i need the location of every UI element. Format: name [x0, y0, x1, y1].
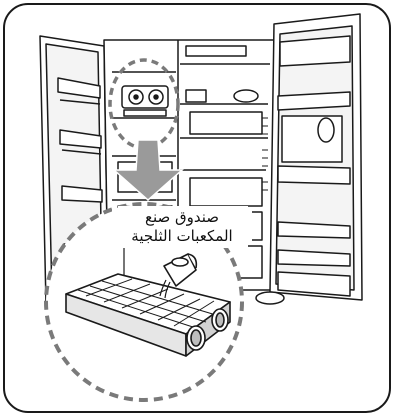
ice-maker-label-line1: صندوق صنع	[112, 208, 252, 226]
ice-maker-label-line2: المكعبات الثلجية	[112, 227, 252, 245]
fridge-foot-left	[256, 292, 284, 304]
right-door	[270, 14, 362, 300]
